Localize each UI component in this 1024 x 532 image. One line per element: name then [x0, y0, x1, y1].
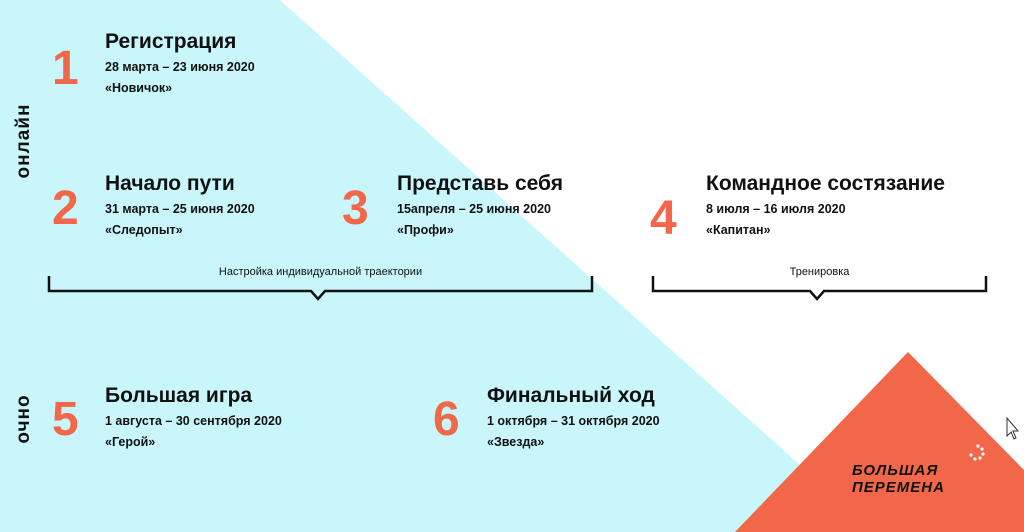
- stage-2-title: Начало пути: [105, 172, 235, 195]
- stage-4-role: «Капитан»: [706, 223, 771, 237]
- stage-3-number: 3: [342, 182, 369, 235]
- stage-6-dates: 1 октября – 31 октября 2020: [487, 414, 660, 428]
- logo-line-1: БОЛЬШАЯ: [852, 462, 939, 479]
- bracket-right: [651, 276, 988, 301]
- brand-logo: БОЛЬШАЯ ПЕРЕМЕНА: [852, 462, 945, 496]
- stage-6-title: Финальный ход: [487, 384, 655, 407]
- stage-4-number: 4: [650, 192, 677, 245]
- bracket-left: [47, 276, 594, 301]
- stage-1-number: 1: [52, 42, 79, 95]
- stage-1-title: Регистрация: [105, 30, 237, 53]
- cyan-triangle: [0, 0, 875, 532]
- stage-4-title: Командное состязание: [706, 172, 945, 195]
- stage-1-role: «Новичок»: [105, 81, 173, 95]
- side-label-offline: очно: [13, 394, 34, 444]
- orange-triangle: [735, 352, 1024, 532]
- stage-6-number: 6: [433, 393, 460, 446]
- bracket-left-label: Настройка индивидуальной траектории: [218, 266, 423, 278]
- loading-spinner-icon: [969, 444, 985, 461]
- stage-5-role: «Герой»: [105, 435, 156, 449]
- cursor-icon: [1006, 416, 1020, 440]
- logo-line-2: ПЕРЕМЕНА: [852, 479, 945, 496]
- bracket-right-label: Тренировка: [789, 266, 850, 278]
- stage-6-role: «Звезда»: [487, 435, 545, 449]
- stage-2-number: 2: [52, 182, 79, 235]
- stage-2-role: «Следопыт»: [105, 223, 183, 237]
- stage-5-title: Большая игра: [105, 384, 253, 407]
- side-label-online: онлайн: [13, 103, 34, 179]
- stage-1-dates: 28 марта – 23 июня 2020: [105, 60, 255, 74]
- stage-4-dates: 8 июля – 16 июля 2020: [706, 202, 846, 216]
- stage-3-dates: 15апреля – 25 июня 2020: [397, 202, 551, 216]
- stage-5-number: 5: [52, 393, 79, 446]
- stage-3-role: «Профи»: [397, 223, 454, 237]
- stage-5-dates: 1 августа – 30 сентября 2020: [105, 414, 282, 428]
- stage-2-dates: 31 марта – 25 июня 2020: [105, 202, 255, 216]
- stage-3-title: Представь себя: [397, 172, 563, 195]
